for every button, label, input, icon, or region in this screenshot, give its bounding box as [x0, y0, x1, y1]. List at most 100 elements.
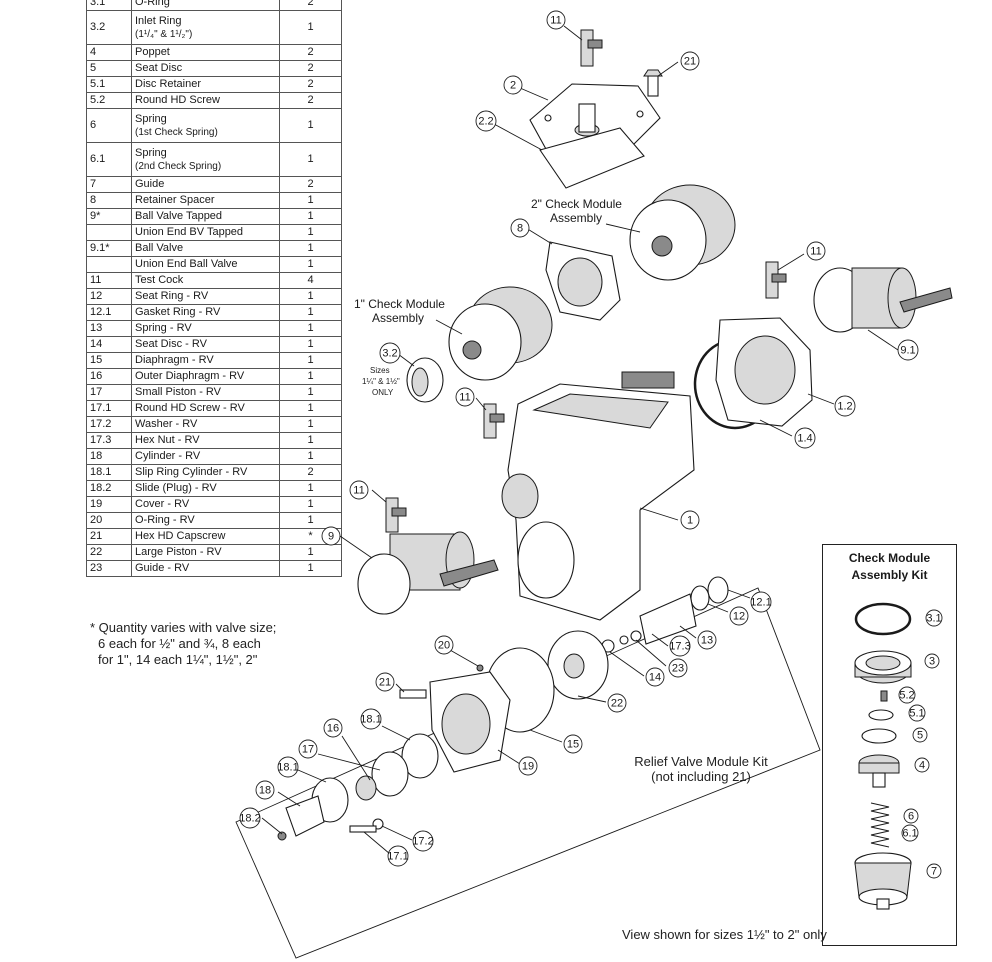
kit-screw: [880, 690, 888, 702]
part-description-line: Seat Disc - RV: [135, 338, 207, 350]
kit-title-line: Assembly Kit: [851, 568, 928, 582]
part-description-line: Poppet: [135, 46, 170, 58]
callout-label: 1.2: [837, 401, 852, 413]
capscrew-top: [643, 69, 663, 97]
part-description: Washer - RV: [131, 416, 280, 433]
test-cock-lower: [385, 497, 407, 533]
callout-label: 9: [328, 531, 334, 543]
part-number: 5.1: [86, 76, 132, 93]
part-description-line: Round HD Screw: [135, 94, 220, 106]
kit-inlet-ring: [854, 650, 912, 684]
second-check-label: 2" Check Module Assembly: [531, 197, 622, 225]
callout-label: 5.2: [899, 690, 914, 702]
callout: 6: [903, 808, 919, 824]
callout: 6.1: [901, 824, 919, 842]
flange-plate: [715, 317, 813, 427]
callout: 18.1: [360, 708, 382, 730]
part-description-line: Slide (Plug) - RV: [135, 482, 217, 494]
part-description: Slide (Plug) - RV: [131, 480, 280, 497]
callout: 5: [912, 727, 928, 743]
callout: 19: [518, 756, 538, 776]
callout: 20: [434, 635, 454, 655]
kit-seat-disc: [861, 728, 897, 744]
part-description: Disc Retainer: [131, 76, 280, 93]
leader-lines: [261, 25, 899, 855]
test-cock-top: [580, 29, 603, 67]
callout-label: 9.1: [900, 345, 915, 357]
relief-kit-line: Relief Valve Module Kit: [634, 754, 768, 769]
callout-label: 5.1: [909, 708, 924, 720]
callout: 1.4: [794, 427, 816, 449]
kit-title: Check Module Assembly Kit: [823, 550, 956, 584]
part-description-line: Diaphragm - RV: [135, 354, 214, 366]
part-description: Hex HD Capscrew: [131, 528, 280, 545]
part-description-line: Spring: [135, 146, 167, 159]
part-description-line: Gasket Ring - RV: [135, 306, 221, 318]
part-description-line: Round HD Screw - RV: [135, 402, 245, 414]
part-description-line: Hex Nut - RV: [135, 434, 200, 446]
footnote-line: for 1", 14 each 1¼", 1½", 2": [98, 652, 258, 667]
part-description-line: Large Piston - RV: [135, 546, 222, 558]
second-check-label-line: Assembly: [550, 211, 602, 225]
callout: 18.2: [239, 807, 261, 829]
callout-label: 17.3: [669, 641, 690, 653]
callout: 17.2: [412, 830, 434, 852]
part-description-line: Washer - RV: [135, 418, 198, 430]
relief-kit-line: (not including 21): [651, 769, 751, 784]
callout: 16: [323, 718, 343, 738]
part-description: Slip Ring Cylinder - RV: [131, 464, 280, 481]
callout-label: 13: [701, 635, 713, 647]
kit-poppet: [858, 754, 900, 788]
first-check-label: 1" Check Module Assembly: [354, 297, 445, 325]
part-description: Cylinder - RV: [131, 448, 280, 465]
callout: 5.1: [908, 704, 926, 722]
part-description-line: O-Ring: [135, 0, 170, 8]
relief-valve-parts: [277, 576, 729, 841]
callout-label: 6.1: [902, 828, 917, 840]
callout: 1: [680, 510, 700, 530]
part-description: Gasket Ring - RV: [131, 304, 280, 321]
callout: 9.1: [897, 339, 919, 361]
part-description-line: Spring - RV: [135, 322, 192, 334]
callout: 17.1: [387, 845, 409, 867]
callout-label: 23: [672, 663, 684, 675]
part-description-line: Small Piston - RV: [135, 386, 221, 398]
callout-label: 21: [684, 56, 696, 68]
part-description-line: O-Ring - RV: [135, 514, 195, 526]
kit-guide: [854, 852, 912, 910]
first-check-label-line: Assembly: [372, 311, 424, 325]
callout: 11: [349, 480, 369, 500]
cover-plate: [529, 83, 661, 189]
retainer-spacer: [545, 241, 621, 321]
callout-label: 11: [353, 485, 364, 497]
callout-label: 12.1: [750, 597, 771, 609]
callout: 2: [503, 75, 523, 95]
main-body: [501, 371, 695, 621]
part-description-line: Ball Valve Tapped: [135, 210, 223, 222]
second-check-module: [629, 184, 736, 281]
callout-label: 12: [733, 611, 745, 623]
part-description-line: Retainer Spacer: [135, 194, 215, 206]
kit-spring: [870, 802, 890, 848]
first-check-label-line: 1" Check Module: [354, 297, 445, 311]
callout-label: 18.1: [360, 714, 381, 726]
part-description: Hex Nut - RV: [131, 432, 280, 449]
callout-label: 5: [917, 730, 923, 742]
part-description-line: Seat Disc: [135, 62, 183, 74]
callout-label: 16: [327, 723, 339, 735]
part-description-line: Test Cock: [135, 274, 184, 286]
